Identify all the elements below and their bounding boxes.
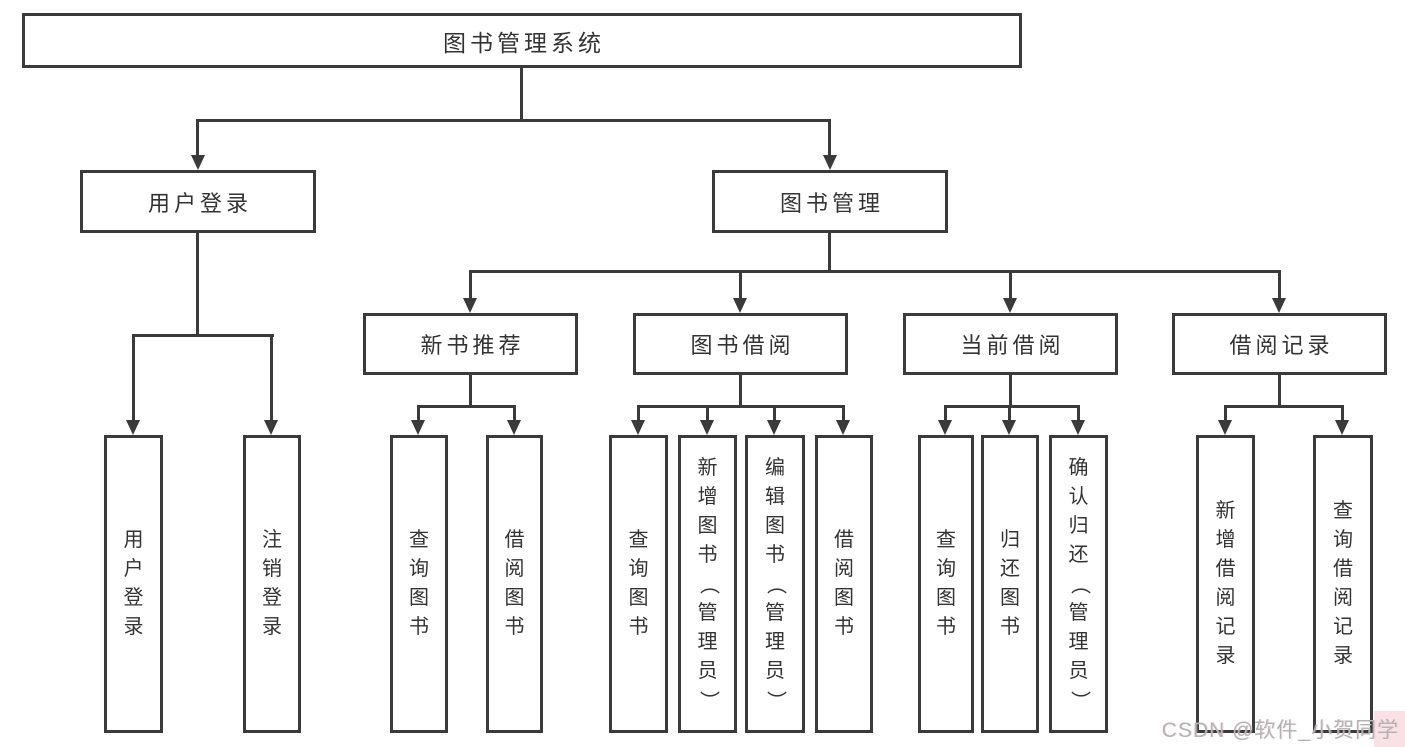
leaf-edit-books-admin: 编辑图书（管理员） <box>745 435 805 733</box>
connector-line <box>1341 405 1344 422</box>
node-user-login: 用户登录 <box>80 170 316 233</box>
arrow-down-icon <box>1071 420 1085 435</box>
connector-line <box>1009 375 1012 406</box>
node-label: 图书管理系统 <box>443 29 605 56</box>
connector-line <box>270 334 273 422</box>
connector-line <box>1077 405 1080 422</box>
node-label: 新增图书（管理员） <box>697 456 719 711</box>
arrow-down-icon <box>938 420 952 435</box>
arrow-down-icon <box>507 420 521 435</box>
connector-line <box>828 233 831 271</box>
arrow-down-icon <box>191 155 205 170</box>
csdn-watermark: CSDN @软件_小贺同学 <box>1161 719 1399 742</box>
connector-line <box>520 68 523 120</box>
node-label: 查询图书 <box>628 529 649 638</box>
arrow-down-icon <box>1003 298 1017 313</box>
connector-line <box>469 270 472 300</box>
leaf-borrow-books-recommend: 借阅图书 <box>486 435 543 733</box>
leaf-return-books: 归还图书 <box>981 435 1039 733</box>
arrow-down-icon <box>700 420 714 435</box>
connector-line <box>132 334 274 337</box>
arrow-down-icon <box>264 420 278 435</box>
arrow-down-icon <box>126 420 140 435</box>
arrow-down-icon <box>1335 420 1349 435</box>
connector-line <box>706 405 709 422</box>
node-label: 查询图书 <box>409 529 429 638</box>
node-new-book-recommendation: 新书推荐 <box>363 313 578 375</box>
node-label: 新书推荐 <box>420 333 525 358</box>
node-label: 图书借阅 <box>690 333 795 358</box>
connector-line <box>1008 405 1011 422</box>
leaf-borrow-books: 借阅图书 <box>815 435 873 733</box>
arrow-down-icon <box>1272 298 1286 313</box>
node-label: 查询借阅记录 <box>1333 500 1353 667</box>
leaf-add-borrow-record: 新增借阅记录 <box>1196 435 1255 733</box>
connector-line <box>196 119 199 157</box>
connector-line <box>196 233 199 335</box>
node-current-borrowing: 当前借阅 <box>903 313 1118 375</box>
node-label: 借阅记录 <box>1229 333 1334 358</box>
node-label: 借阅图书 <box>504 529 525 638</box>
arrow-down-icon <box>823 155 837 170</box>
node-library-management-system: 图书管理系统 <box>22 13 1022 68</box>
node-label: 编辑图书（管理员） <box>764 456 787 711</box>
connector-line <box>1009 270 1012 300</box>
connector-line <box>739 375 742 406</box>
arrow-down-icon <box>631 420 645 435</box>
connector-line <box>1278 270 1281 300</box>
node-label: 新增借阅记录 <box>1215 500 1236 667</box>
connector-line <box>944 405 947 422</box>
node-book-management: 图书管理 <box>712 170 948 233</box>
leaf-query-books-borrowing: 查询图书 <box>609 435 668 733</box>
leaf-confirm-return-admin: 确认归还（管理员） <box>1049 435 1108 733</box>
arrow-down-icon <box>463 298 477 313</box>
node-label: 借阅图书 <box>834 529 854 638</box>
node-label: 图书管理 <box>779 190 884 216</box>
connector-line <box>637 405 640 422</box>
connector-line <box>417 405 515 408</box>
connector-line <box>1224 405 1343 408</box>
leaf-query-books-current: 查询图书 <box>918 435 974 733</box>
node-label: 用户登录 <box>123 529 144 638</box>
connector-line <box>132 334 135 422</box>
leaf-add-books-admin: 新增图书（管理员） <box>678 435 737 733</box>
connector-line <box>739 270 742 300</box>
node-book-borrowing: 图书借阅 <box>633 313 848 375</box>
connector-line <box>1224 405 1227 422</box>
arrow-down-icon <box>767 420 781 435</box>
leaf-query-borrow-record: 查询借阅记录 <box>1313 435 1373 733</box>
node-label: 用户登录 <box>147 190 252 216</box>
node-label: 查询图书 <box>936 529 956 638</box>
arrow-down-icon <box>1218 420 1232 435</box>
connector-line <box>469 270 1281 273</box>
arrow-down-icon <box>411 420 425 435</box>
leaf-user-login: 用户登录 <box>104 435 163 733</box>
connector-line <box>637 405 844 408</box>
node-label: 归还图书 <box>1000 529 1020 638</box>
connector-line <box>773 405 776 422</box>
connector-line <box>828 119 831 157</box>
leaf-query-books-recommend: 查询图书 <box>390 435 448 733</box>
leaf-logout: 注销登录 <box>243 435 301 733</box>
arrow-down-icon <box>1002 420 1016 435</box>
connector-line <box>842 405 845 422</box>
arrow-down-icon <box>733 298 747 313</box>
connector-line <box>513 405 516 422</box>
connector-line <box>196 119 831 122</box>
connector-line <box>417 405 420 422</box>
watermark-highlight <box>1374 711 1405 747</box>
node-label: 当前借阅 <box>960 333 1065 358</box>
connector-line <box>944 405 1080 408</box>
node-borrowing-records: 借阅记录 <box>1172 313 1387 375</box>
arrow-down-icon <box>836 420 850 435</box>
node-label: 确认归还（管理员） <box>1068 456 1090 711</box>
connector-line <box>469 375 472 406</box>
node-label: 注销登录 <box>262 529 282 638</box>
connector-line <box>1278 375 1281 406</box>
